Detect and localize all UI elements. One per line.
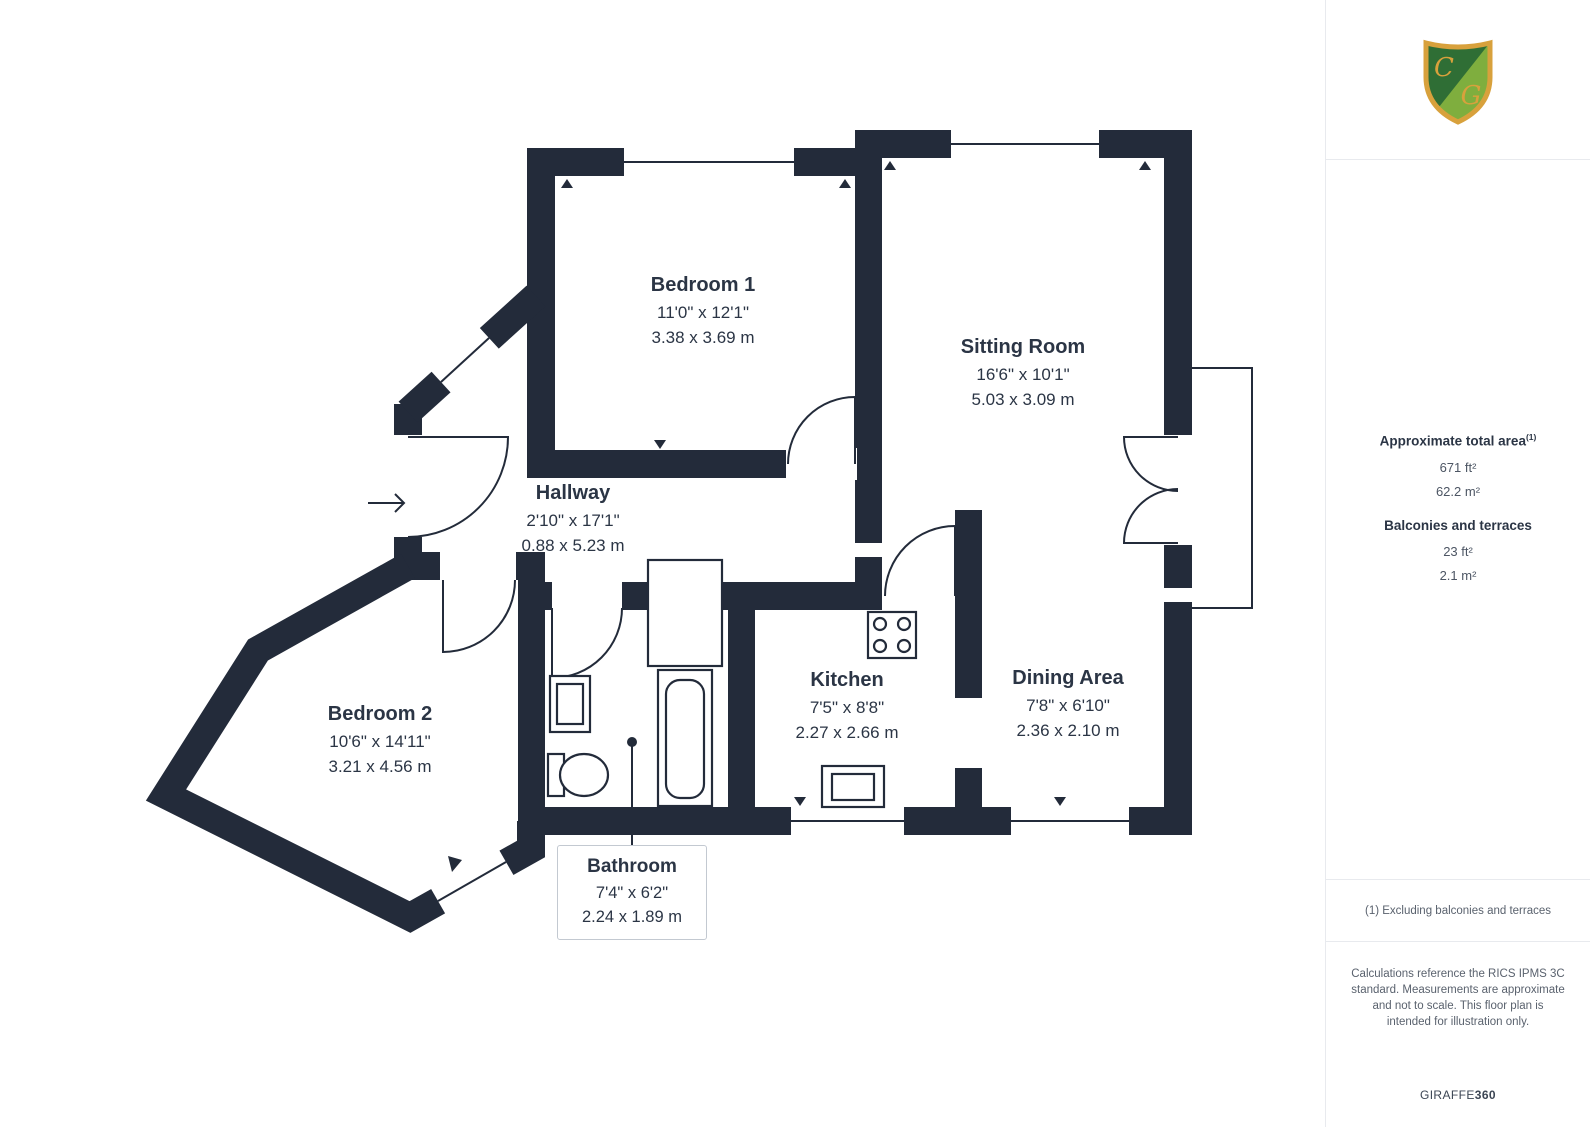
room-label-kitchen: Kitchen 7'5" x 8'8" 2.27 x 2.66 m — [795, 669, 898, 745]
footnote-reference: (1) — [1525, 432, 1537, 442]
bathroom-label-dot — [627, 737, 637, 747]
room-dims-metric: 2.36 x 2.10 m — [1016, 721, 1120, 740]
total-area-ft: 671 ft² — [1439, 459, 1477, 475]
room-dims-metric: 0.88 x 5.23 m — [521, 536, 625, 555]
doors — [407, 395, 1179, 680]
room-label-bathroom: Bathroom 7'4" x 6'2" 2.24 x 1.89 m — [557, 845, 707, 940]
room-label-bedroom-1: Bedroom 1 11'0" x 12'1" 3.38 x 3.69 m — [651, 274, 755, 350]
disclaimer-text: Calculations reference the RICS IPMS 3C … — [1351, 968, 1565, 1028]
fixtures — [546, 558, 918, 809]
room-dims-metric: 5.03 x 3.09 m — [971, 390, 1075, 409]
room-name: Hallway — [535, 482, 611, 504]
giraffe360-brand: GIRAFFE360 — [1419, 1088, 1497, 1102]
room-name: Dining Area — [1012, 667, 1124, 689]
disclaimer-section: Calculations reference the RICS IPMS 3C … — [1326, 966, 1590, 1127]
total-area-heading: Approximate total area(1) — [1379, 432, 1537, 449]
info-panel: C G Approximate total area(1) 671 ft² 62… — [1325, 0, 1590, 1127]
entrance-arrow-icon — [368, 493, 406, 513]
room-label-hallway: Hallway 2'10" x 17'1" 0.88 x 5.23 m — [521, 482, 624, 558]
area-summary-section: Approximate total area(1) 671 ft² 62.2 m… — [1326, 160, 1590, 880]
logo-section: C G — [1326, 0, 1590, 160]
agency-shield-logo: C G — [1423, 39, 1493, 125]
cupboard — [646, 558, 724, 668]
room-dims-imperial: 16'6" x 10'1" — [976, 365, 1070, 384]
balconies-m: 2.1 m² — [1439, 567, 1477, 583]
room-name: Kitchen — [810, 669, 884, 691]
logo-letter-g: G — [1461, 81, 1482, 111]
room-dims-imperial: 7'8" x 6'10" — [1026, 696, 1110, 715]
footnote: (1) Excluding balconies and terraces — [1326, 880, 1590, 942]
room-dims-imperial: 10'6" x 14'11" — [329, 732, 431, 751]
balconies-ft: 23 ft² — [1443, 543, 1473, 559]
balconies-heading: Balconies and terraces — [1384, 517, 1532, 533]
room-label-bedroom-2: Bedroom 2 10'6" x 14'11" 3.21 x 4.56 m — [328, 703, 432, 779]
room-dims-metric: 3.38 x 3.69 m — [651, 328, 755, 347]
logo-letter-c: C — [1434, 53, 1454, 83]
room-name: Bathroom — [587, 856, 677, 877]
room-name: Sitting Room — [960, 336, 1086, 358]
room-label-dining-area: Dining Area 7'8" x 6'10" 2.36 x 2.10 m — [1012, 667, 1124, 743]
room-name: Bedroom 2 — [327, 703, 433, 725]
room-name: Bedroom 1 — [650, 274, 756, 296]
floor-plan-drawing — [145, 128, 1253, 933]
measurement-markers — [448, 161, 1151, 872]
room-dims-imperial: 2'10" x 17'1" — [526, 511, 620, 530]
room-label-sitting-room: Sitting Room 16'6" x 10'1" 5.03 x 3.09 m — [961, 336, 1085, 412]
windows — [429, 128, 1194, 916]
balcony-outline — [1192, 367, 1253, 609]
room-dims-imperial: 7'4" x 6'2" — [595, 884, 669, 902]
total-area-m: 62.2 m² — [1435, 483, 1481, 499]
room-dims-metric: 2.24 x 1.89 m — [582, 908, 682, 926]
room-dims-metric: 3.21 x 4.56 m — [328, 757, 432, 776]
room-dims-metric: 2.27 x 2.66 m — [795, 723, 899, 742]
room-dims-imperial: 11'0" x 12'1" — [657, 303, 749, 322]
room-dims-imperial: 7'5" x 8'8" — [809, 698, 885, 717]
